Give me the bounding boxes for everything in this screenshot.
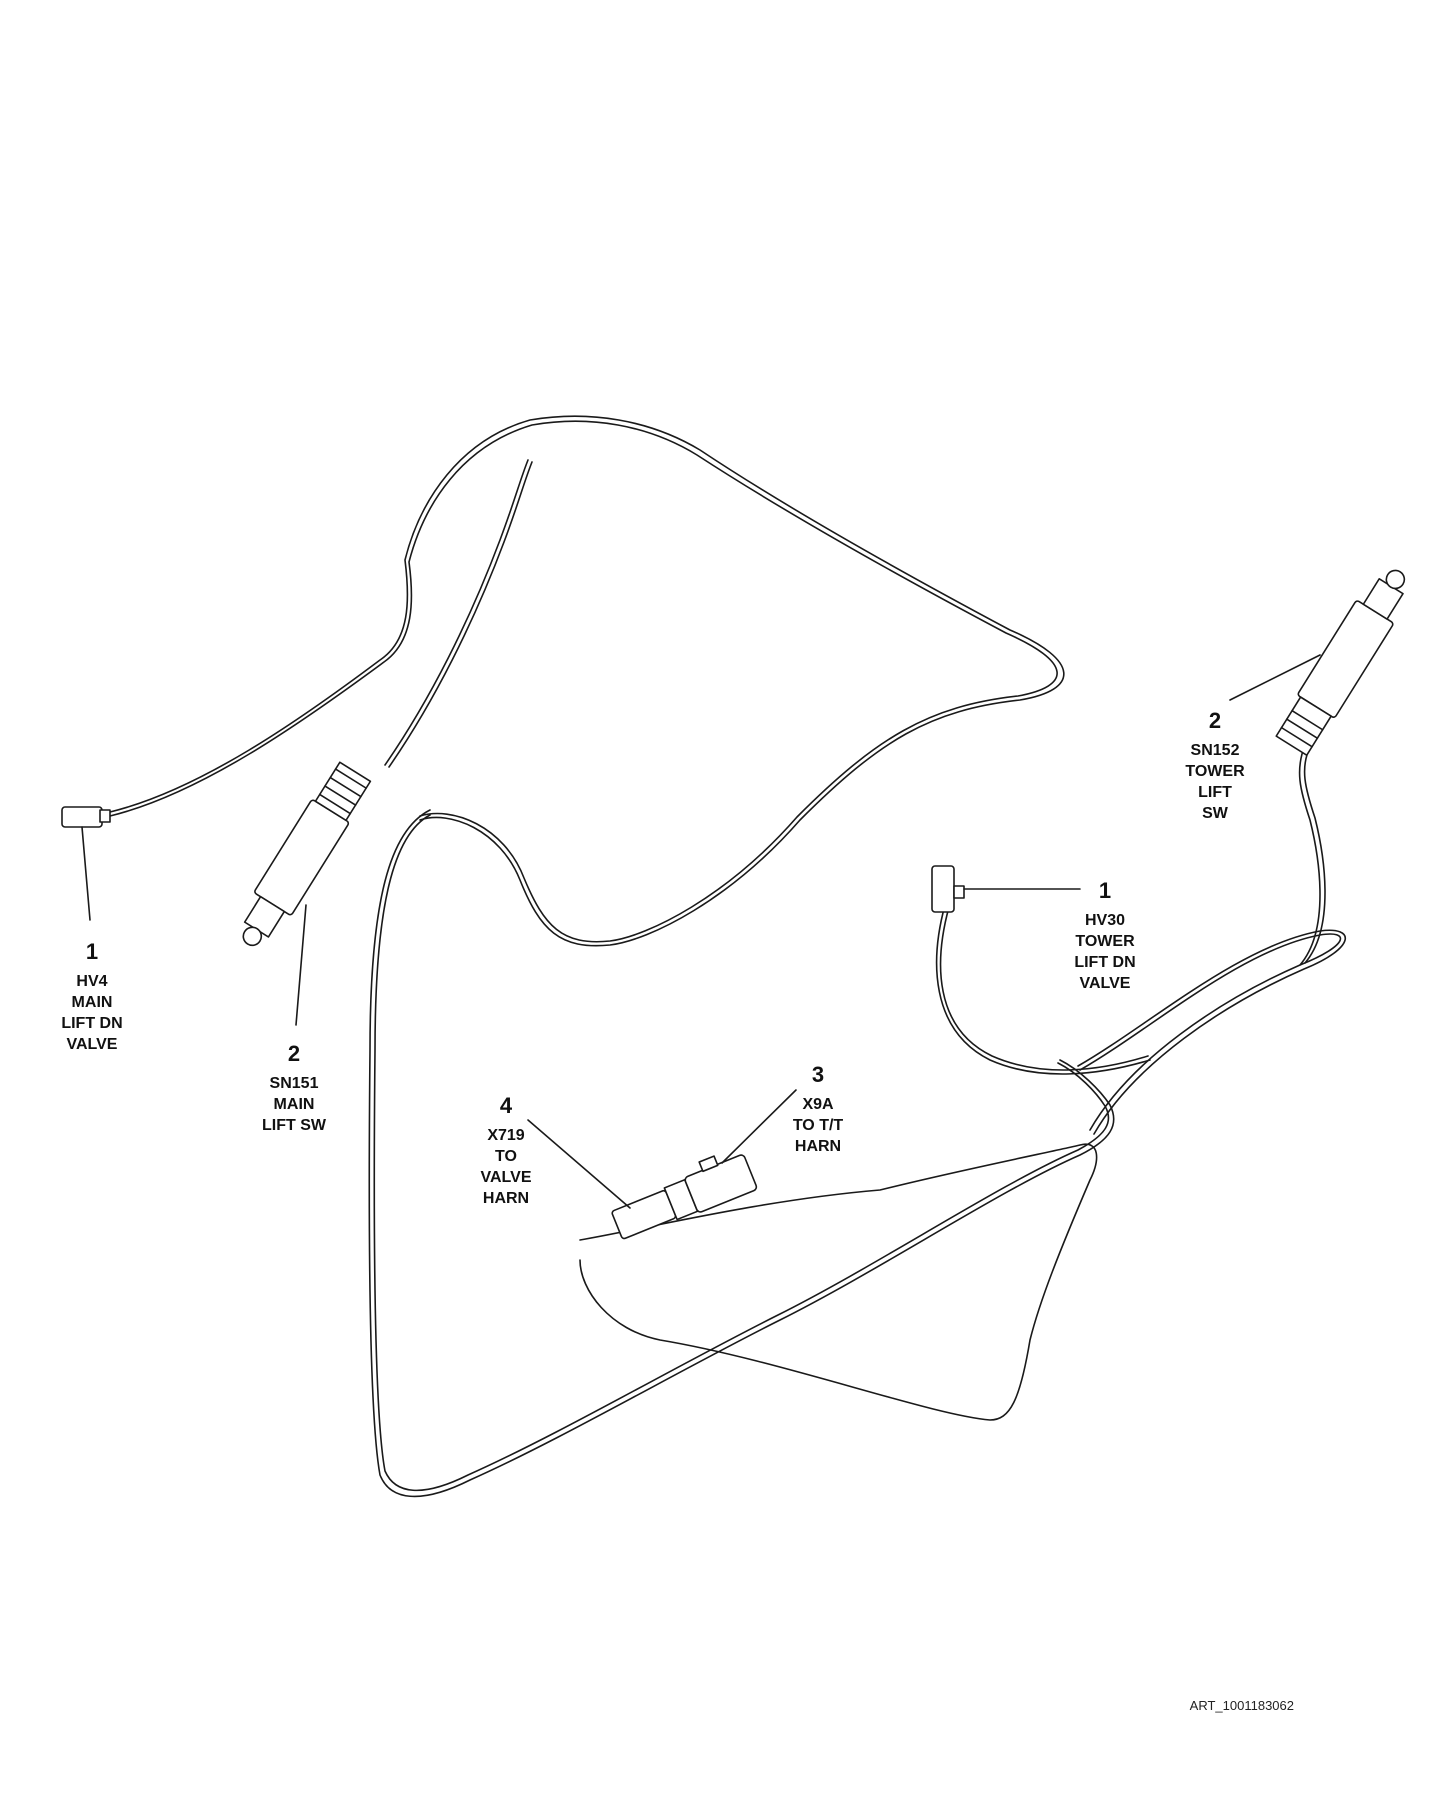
callout-line: VALVE <box>1079 975 1131 992</box>
callout-line: TOWER <box>1185 763 1245 780</box>
callout-sn152: 2 SN152 TOWER LIFT SW <box>1185 708 1244 824</box>
callout-hv4: 1 HV4 MAIN LIFT DN VALVE <box>61 939 122 1055</box>
sn151-switch <box>242 761 372 947</box>
wire-hv4 <box>109 415 1065 947</box>
callout-number: 1 <box>85 939 99 964</box>
callout-line: HARN <box>482 1190 530 1207</box>
callout-number: 2 <box>287 1041 301 1066</box>
callout-line: X719 <box>487 1127 525 1144</box>
wire-sn151 <box>384 459 533 768</box>
callout-line: LIFT DN <box>61 1015 123 1032</box>
hv4-connector <box>61 806 111 828</box>
callout-line: SW <box>1202 805 1228 822</box>
callout-line: TO <box>495 1148 517 1165</box>
hv30-connector <box>931 865 965 913</box>
callout-line: TOWER <box>1075 933 1135 950</box>
callout-line: SN152 <box>1190 742 1240 759</box>
callout-hv30: 1 HV30 TOWER LIFT DN VALVE <box>1074 878 1135 994</box>
callout-line: MAIN <box>273 1096 315 1113</box>
callout-number: 2 <box>1208 708 1222 733</box>
callout-line: VALVE <box>480 1169 532 1186</box>
callout-line: HARN <box>794 1138 842 1155</box>
leader-sn151 <box>295 904 307 1026</box>
callout-line: LIFT <box>1198 784 1232 801</box>
leader-hv4 <box>81 826 91 921</box>
callout-x9a: 3 X9A TO T/T HARN <box>793 1062 843 1157</box>
callout-line: HV30 <box>1084 912 1126 929</box>
callout-number: 3 <box>811 1062 825 1087</box>
x719-x9a-connector <box>611 1154 758 1240</box>
callout-number: 4 <box>499 1093 513 1118</box>
wire-right-loop <box>579 744 1347 1421</box>
wire-hv30 <box>935 904 1151 1075</box>
callout-line: LIFT SW <box>262 1117 326 1134</box>
leader-x719 <box>527 1119 631 1209</box>
callout-line: SN151 <box>269 1075 319 1092</box>
callout-x719: 4 X719 TO VALVE HARN <box>481 1093 532 1209</box>
callout-line: TO T/T <box>792 1117 844 1134</box>
sn152-switch <box>1275 569 1406 756</box>
art-id-label: ART_1001183062 <box>1189 1698 1294 1713</box>
callout-line: HV4 <box>76 973 108 990</box>
callout-line: X9A <box>802 1096 834 1113</box>
callout-line: LIFT DN <box>1074 954 1136 971</box>
leader-sn152 <box>1229 654 1321 701</box>
callout-line: MAIN <box>71 994 113 1011</box>
callout-sn151: 2 SN151 MAIN LIFT SW <box>262 1041 326 1136</box>
callout-line: VALVE <box>66 1036 118 1053</box>
callout-number: 1 <box>1098 878 1112 903</box>
leader-x9a <box>721 1089 797 1164</box>
